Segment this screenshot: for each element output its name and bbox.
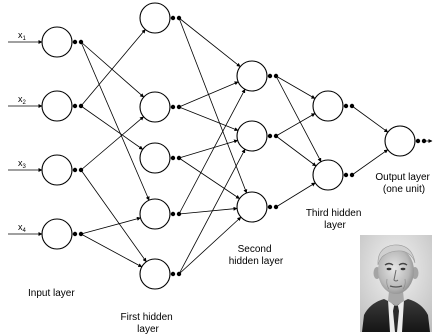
hidden2-unit-output-dot [267,133,273,139]
input-unit-output-dot [72,231,78,237]
output-layer-label: Output layer (one unit) [375,172,432,195]
hidden3-unit-output-dot [343,103,349,109]
hidden1-hidden2-edge [178,148,246,275]
input-unit [41,154,73,186]
input-hidden1-edge [80,169,147,263]
hidden3-unit-output-dot-2 [349,103,355,109]
input-label-x2: x2 [18,94,27,106]
hidden1-unit-output-dot-2 [176,211,182,217]
input-unit [41,26,73,58]
portrait-photo [360,235,432,332]
input-hidden1-edge [80,233,143,268]
third-hidden-layer-label: Third hidden layer [306,208,364,231]
hidden3-unit-output-dot [343,172,349,178]
input-hidden1-edge [80,216,141,235]
input-unit-output-dot [72,103,78,109]
second-hidden-layer-label: Second hidden layer [229,244,284,267]
input-unit-output-dot-2 [78,231,84,237]
hidden1-unit-output-dot-2 [176,271,182,277]
input-unit-output-dot-2 [78,39,84,45]
hidden1-unit [139,198,171,230]
input-hidden1-edge [80,116,144,171]
input-unit-output-dot-2 [78,167,84,173]
hidden3-output-edge [351,105,389,133]
hidden1-unit-output-dot [170,271,176,277]
hidden1-hidden2-edge [178,139,239,159]
hidden1-unit-output-dot-2 [176,104,182,110]
hidden1-hidden2-edge [178,216,242,275]
hidden1-hidden2-edge [178,88,246,215]
output-unit-output-dot [415,138,421,144]
hidden1-unit [139,142,171,174]
input-hidden1-edge [80,105,144,150]
hidden2-hidden3-edge [275,75,322,163]
input-hidden1-edge [80,41,150,201]
input-unit-output-dot-2 [78,103,84,109]
input-label-x1: x1 [18,30,27,42]
hidden2-unit-output-dot [267,204,273,210]
hidden1-hidden2-edge [178,17,248,194]
input-unit-output-dot [72,39,78,45]
hidden2-unit [236,60,268,92]
hidden1-unit-output-dot [170,104,176,110]
hidden2-hidden3-edge [275,182,316,208]
units [41,2,427,290]
hidden2-unit [236,191,268,223]
hidden2-unit [236,120,268,152]
hidden2-unit-output-dot [267,73,273,79]
input-label-x3: x3 [18,158,27,170]
hidden1-unit-output-dot [170,155,176,161]
input-labels: x1 x2 x3 x4 [18,30,27,234]
output-unit-output-dot-2 [421,138,427,144]
hidden2-hidden3-edge [275,113,316,137]
input-hidden1-edge [80,29,146,107]
hidden1-unit [139,2,171,34]
hidden1-unit [139,258,171,290]
hidden3-output-edge [351,149,389,176]
hidden1-hidden2-edge [178,17,241,67]
input-hidden1-edge [80,41,145,98]
hidden1-hidden2-edge [178,157,240,199]
input-layer-label: Input layer [28,288,75,299]
hidden1-hidden2-edge [178,81,239,108]
input-unit [41,218,73,250]
hidden1-unit-output-dot-2 [176,155,182,161]
hidden2-unit-output-dot-2 [273,73,279,79]
connections [8,17,433,275]
output-unit [384,125,416,157]
hidden3-unit [312,159,344,191]
hidden2-hidden3-edge [275,75,316,99]
hidden1-hidden2-edge [178,106,239,131]
input-unit-output-dot [72,167,78,173]
input-unit [41,90,73,122]
hidden1-hidden2-edge [178,206,238,215]
hidden1-unit-output-dot-2 [176,15,182,21]
hidden3-unit-output-dot-2 [349,172,355,178]
hidden2-hidden3-edge [275,135,317,167]
hidden2-unit-output-dot-2 [273,133,279,139]
hidden3-unit [312,90,344,122]
input-label-x4: x4 [18,222,27,234]
hidden1-unit-output-dot [170,211,176,217]
hidden2-unit-output-dot-2 [273,204,279,210]
hidden1-unit [139,91,171,123]
hidden1-unit-output-dot [170,15,176,21]
first-hidden-layer-label: First hidden layer [120,312,175,335]
